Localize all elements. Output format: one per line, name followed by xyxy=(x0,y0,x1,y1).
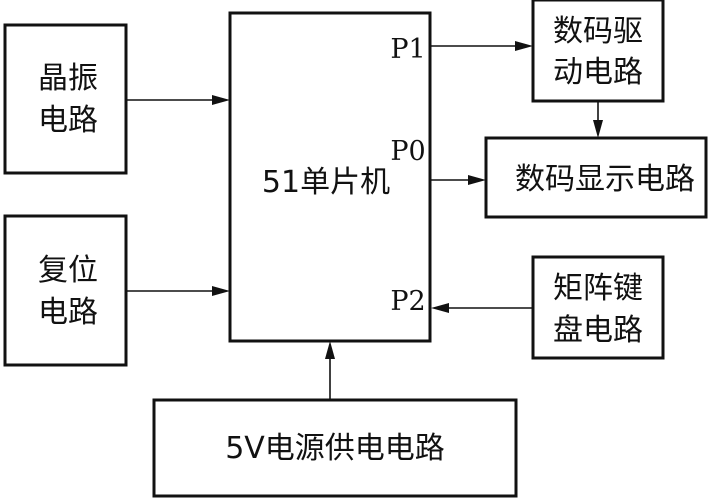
reset-block: 复位 电路 xyxy=(3,214,128,367)
keypad-block: 矩阵键 盘电路 xyxy=(531,255,665,360)
digit-driver-label-line2: 动电路 xyxy=(553,55,643,90)
power-to-mcu-arrow xyxy=(325,341,335,400)
oscillator-label-line1: 晶振 xyxy=(38,61,98,96)
display-block: 数码显示电路 xyxy=(484,136,708,219)
reset-to-mcu-arrow xyxy=(127,286,230,296)
port-p1-label: P1 xyxy=(390,34,425,65)
power-label: 5V电源供电电路 xyxy=(225,431,445,466)
oscillator-block: 晶振 电路 xyxy=(3,23,128,175)
keypad-label-line2: 盘电路 xyxy=(553,313,643,348)
reset-label-line1: 复位 xyxy=(38,253,98,288)
keypad-to-mcu-p2-arrow xyxy=(431,303,533,313)
port-p2-label: P2 xyxy=(390,286,425,317)
driver-to-display-arrow xyxy=(593,102,603,138)
mcu-p1-to-driver-arrow xyxy=(431,41,533,51)
port-p0-label: P0 xyxy=(390,136,425,167)
oscillator-label-line2: 电路 xyxy=(38,103,98,138)
reset-label-line2: 电路 xyxy=(38,295,98,330)
mcu-p0-to-display-arrow xyxy=(431,175,486,185)
oscillator-to-mcu-arrow xyxy=(127,95,230,105)
mcu-block: 51单片机 P1 P0 P2 xyxy=(228,11,432,343)
digit-driver-label-line1: 数码驱 xyxy=(553,14,643,49)
mcu-label: 51单片机 xyxy=(262,165,390,200)
display-label: 数码显示电路 xyxy=(515,162,695,197)
digit-driver-block: 数码驱 动电路 xyxy=(531,0,665,103)
keypad-label-line1: 矩阵键 xyxy=(553,271,643,306)
power-block: 5V电源供电电路 xyxy=(152,398,518,498)
